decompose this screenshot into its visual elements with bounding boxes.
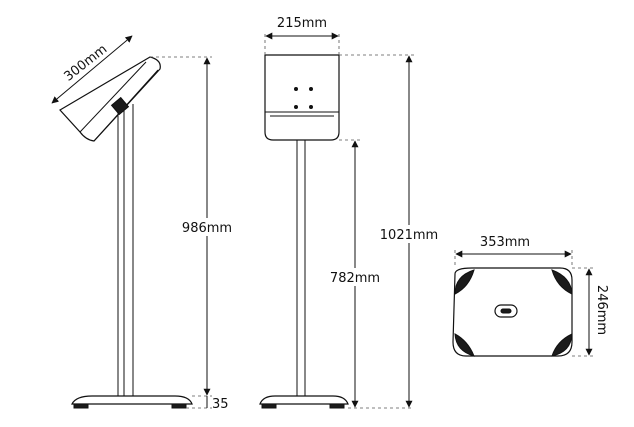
dim-label-246mm: 246mm	[594, 285, 609, 335]
side-view: 300mm 986mm 35	[51, 35, 236, 412]
front-view: 215mm 782mm 1021mm	[259, 16, 442, 409]
side-view-base	[71, 395, 193, 409]
front-view-screen	[264, 54, 340, 141]
front-view-base	[259, 395, 349, 409]
front-view-pole	[296, 140, 306, 396]
dim-line-300mm	[51, 35, 133, 104]
top-view-base: 353mm 246mm	[452, 235, 609, 357]
dim-label-986mm: 986mm	[182, 221, 232, 236]
dim-label-1021mm: 1021mm	[380, 228, 438, 243]
dim-label-353mm: 353mm	[480, 235, 530, 250]
dim-label-782mm: 782mm	[330, 271, 380, 286]
dim-label-215mm: 215mm	[277, 16, 327, 31]
dim-label-300mm: 300mm	[61, 42, 110, 85]
side-view-pole	[117, 104, 134, 396]
dim-label-35: 35	[212, 397, 229, 412]
